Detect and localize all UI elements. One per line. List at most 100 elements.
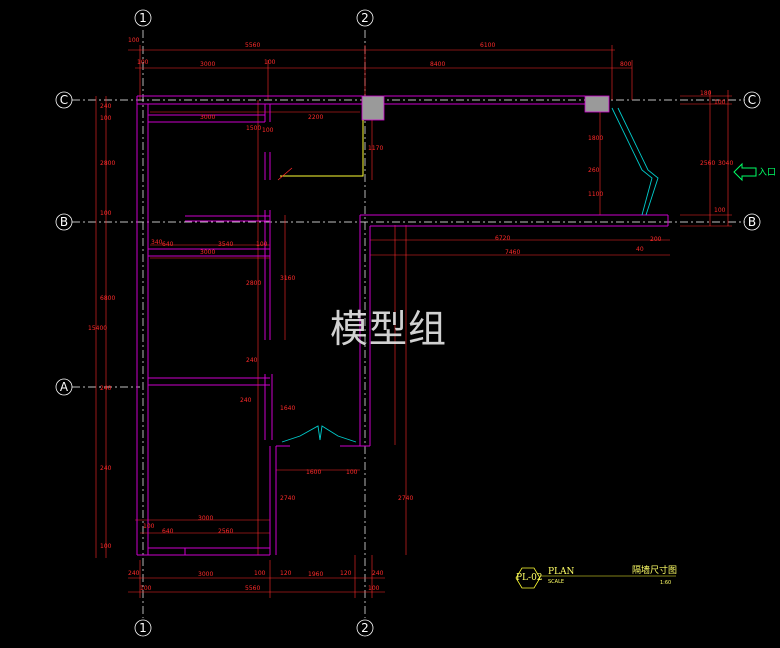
title-block: PL-02 PLAN SCALE 隔墙尺寸图 1:60	[515, 564, 677, 589]
dim-text: 200	[650, 236, 662, 243]
dim-text: 1960	[308, 571, 323, 578]
dim-text: 100	[143, 523, 155, 530]
axis-label: 2	[361, 621, 369, 635]
axis-bubble-rowA-left: A	[55, 378, 73, 396]
dimension-texts: 100 5560 6100 100 3000 100 8400 800 3000…	[88, 37, 733, 592]
dim-text: 240	[240, 397, 252, 404]
dim-text: 2740	[280, 495, 295, 502]
dim-text: 100	[256, 241, 268, 248]
dim-text: 340	[151, 239, 163, 246]
dim-text: 100	[346, 469, 358, 476]
axis-label: C	[748, 93, 756, 107]
drawing-scale: 1:60	[660, 580, 671, 586]
dim-text: 100	[100, 115, 112, 122]
axis-label: C	[60, 93, 68, 107]
dim-text: 1100	[588, 191, 603, 198]
break-mark	[277, 167, 293, 181]
doors	[281, 107, 659, 443]
entrance-marker: 入口	[733, 162, 776, 182]
dim-text: 6720	[495, 235, 510, 242]
dim-text: 100	[714, 207, 726, 214]
dim-text: 5560	[245, 42, 260, 49]
dim-text: 100	[262, 127, 274, 134]
dim-text: 6800	[100, 295, 115, 302]
dim-text: 100	[100, 543, 112, 550]
dim-text: 3040	[718, 160, 733, 167]
axis-bubble-col2-bottom: 2	[356, 619, 374, 637]
axis-bubble-rowC-left: C	[55, 91, 73, 109]
dim-text: 100	[264, 59, 276, 66]
dim-text: 2560	[218, 528, 233, 535]
axis-label: 1	[139, 621, 147, 635]
dim-text: 120	[340, 570, 352, 577]
dim-text: 3000	[200, 61, 215, 68]
dim-text: 1640	[280, 405, 295, 412]
dim-text: 40	[636, 246, 644, 253]
dim-text: 260	[588, 167, 600, 174]
dim-text: 3000	[200, 114, 215, 121]
drawing-code: PL-02	[516, 573, 543, 583]
dim-text: 240	[100, 385, 112, 392]
dim-text: 7460	[505, 249, 520, 256]
axis-label: A	[60, 380, 69, 394]
dim-text: 240	[100, 103, 112, 110]
dimension-lines	[95, 45, 732, 598]
dim-text: 240	[128, 570, 140, 577]
dim-text: 240	[100, 465, 112, 472]
dim-text: 3000	[198, 571, 213, 578]
title-hexagon	[515, 567, 541, 589]
dim-text: 640	[162, 528, 174, 535]
dim-text: 2800	[100, 160, 115, 167]
dim-text: 3000	[200, 249, 215, 256]
plan-label: PLAN	[548, 567, 575, 577]
dim-text: 100	[100, 210, 112, 217]
axis-lines	[72, 30, 745, 618]
dim-text: 100	[137, 59, 149, 66]
dim-text: 2200	[308, 114, 323, 121]
dim-text: 640	[162, 241, 174, 248]
dim-text: 3160	[280, 275, 295, 282]
axis-label: 1	[139, 11, 147, 25]
dim-text: 2560	[700, 160, 715, 167]
dim-text: 1800	[588, 135, 603, 142]
dim-text: 100	[140, 585, 152, 592]
dim-text: 100	[128, 37, 140, 44]
dim-text: 3000	[198, 515, 213, 522]
partition-walls	[136, 95, 669, 556]
watermark: 模型组	[330, 307, 448, 351]
dim-text: 1170	[368, 145, 383, 152]
dim-text: 100	[714, 99, 726, 106]
axis-bubble-col1-top: 1	[134, 9, 152, 27]
dim-text: 5560	[245, 585, 260, 592]
axis-bubble-rowB-left: B	[55, 213, 73, 231]
dim-text: 8400	[430, 61, 445, 68]
axis-label: B	[748, 215, 756, 229]
accent-line	[280, 120, 364, 177]
column-c-right	[584, 95, 610, 113]
dim-text: 2740	[398, 495, 413, 502]
dim-text: 15400	[88, 325, 107, 332]
axis-label: 2	[361, 11, 369, 25]
scale-label: SCALE	[548, 579, 564, 585]
dim-text: 6100	[480, 42, 495, 49]
axis-label: B	[60, 215, 68, 229]
column-c2	[361, 95, 385, 121]
dim-text: 100	[368, 585, 380, 592]
dim-text: 1600	[306, 469, 321, 476]
axis-bubble-rowB-right: B	[743, 213, 761, 231]
drawing-name: 隔墙尺寸图	[632, 564, 677, 576]
dim-text: 180	[700, 90, 712, 97]
entrance-label: 入口	[758, 167, 776, 178]
dim-text: 240	[246, 357, 258, 364]
axis-bubble-rowC-right: C	[743, 91, 761, 109]
arrow-left-icon	[733, 162, 757, 182]
dim-text: 1500	[246, 125, 261, 132]
dim-text: 3540	[218, 241, 233, 248]
dim-text: 100	[254, 570, 266, 577]
dim-text: 2800	[246, 280, 261, 287]
dim-text: 240	[372, 570, 384, 577]
dim-text: 800	[620, 61, 632, 68]
dim-text: 120	[280, 570, 292, 577]
axis-bubble-col2-top: 2	[356, 9, 374, 27]
